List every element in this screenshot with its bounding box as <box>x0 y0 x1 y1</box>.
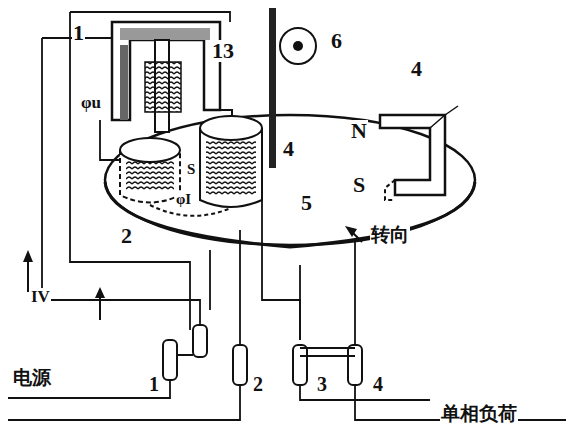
callout-number: 2 <box>120 225 133 247</box>
pole-label: S <box>186 162 196 177</box>
callout-number: 1 <box>72 22 85 44</box>
current-electromagnet <box>120 116 262 216</box>
supply-label: 电源 <box>12 368 52 387</box>
load-label: 单相负荷 <box>440 404 518 423</box>
spindle <box>269 8 276 168</box>
terminal-number: 3 <box>316 374 328 394</box>
brake-magnet <box>380 106 458 200</box>
terminal-number: 1 <box>148 374 160 394</box>
terminal-number: 4 <box>372 374 384 394</box>
callout-number: 4 <box>282 138 295 160</box>
rotation-label: 转向 <box>370 225 410 244</box>
callout-number: 4 <box>410 58 423 80</box>
callout-number: 13 <box>211 40 235 62</box>
wiring <box>42 12 355 345</box>
terminal-number: 2 <box>252 374 264 394</box>
callout-number: 5 <box>300 192 313 214</box>
pole-label: N <box>350 120 368 142</box>
current-label: IV <box>30 288 51 305</box>
voltage-electromagnet <box>112 22 232 132</box>
counter-wheel <box>280 28 316 64</box>
pole-label: S <box>352 174 366 196</box>
callout-number: 6 <box>330 30 343 52</box>
flux-label: φI <box>175 192 192 207</box>
flux-label: φu <box>80 94 102 111</box>
